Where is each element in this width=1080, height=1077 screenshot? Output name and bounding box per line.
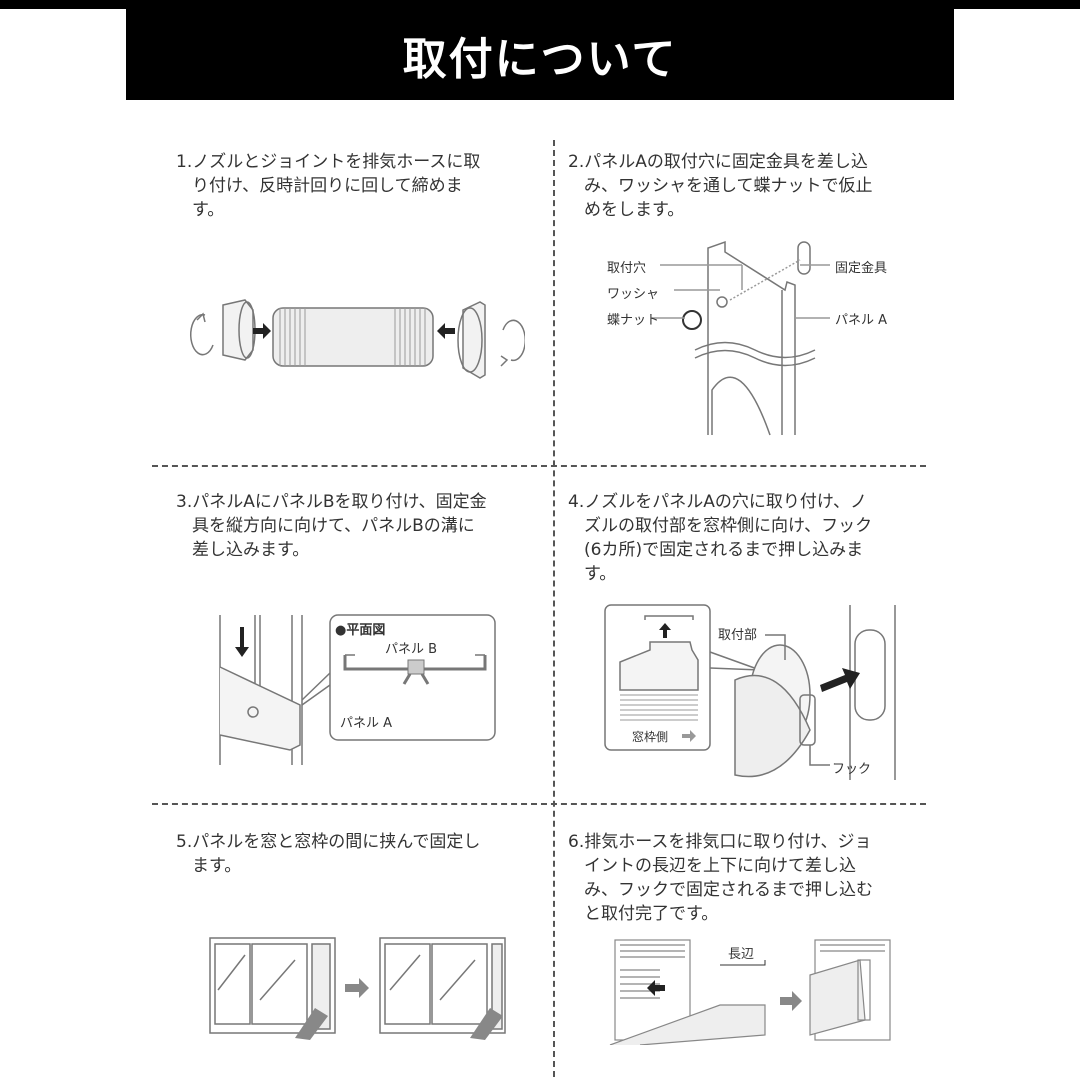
step-2-illustration-panel-a: 取付穴 ワッシャ 蝶ナット 固定金具 パネル A (590, 230, 920, 450)
step-5-text: パネルを窓と窓枠の間に挟んで固定し ます。 (192, 832, 481, 876)
label-plan-view: ●平面図 (335, 623, 386, 638)
step-1-text: ノズルとジョイントを排気ホースに取 り付け、反時計回りに回して締めま す。 (192, 152, 481, 220)
step-5-illustration-window (200, 930, 510, 1040)
step-1: 1.ノズルとジョイントを排気ホースに取 り付け、反時計回りに回して締めま す。 (176, 150, 536, 222)
label-long-side: 長辺 (728, 947, 755, 962)
step-3-number: 3. (176, 492, 193, 512)
step-6: 6.排気ホースを排気口に取り付け、ジョ イントの長辺を上下に向けて差し込 み、フ… (568, 830, 928, 926)
step-2: 2.パネルAの取付穴に固定金具を差し込 み、ワッシャを通して蝶ナットで仮止 めを… (568, 150, 928, 222)
horizontal-divider-1 (152, 465, 926, 467)
label-mount-part: 取付部 (718, 628, 758, 643)
step-4-illustration-nozzle: 取付部 窓枠側 フック (600, 600, 910, 780)
label-panel-b: パネル B (385, 642, 438, 657)
step-2-number: 2. (568, 152, 585, 172)
title-banner: 取付について (126, 9, 954, 100)
step-6-illustration-exhaust: 長辺 (600, 935, 910, 1045)
step-4-text: ノズルをパネルAの穴に取り付け、ノ ズルの取付部を窓枠側に向け、フック (6カ所… (584, 492, 873, 584)
step-2-text: パネルAの取付穴に固定金具を差し込 み、ワッシャを通して蝶ナットで仮止 めをしま… (584, 152, 873, 220)
page-title: 取付について (402, 33, 678, 85)
label-panel-a: パネル A (835, 313, 888, 328)
label-panel-a-plan: パネル A (340, 716, 393, 731)
step-1-number: 1. (176, 152, 193, 172)
step-5: 5.パネルを窓と窓枠の間に挟んで固定し ます。 (176, 830, 536, 878)
step-5-number: 5. (176, 832, 193, 852)
step-4-number: 4. (568, 492, 585, 512)
label-washer: ワッシャ (607, 287, 660, 302)
step-3-illustration-panel-b: ●平面図 パネル B パネル A (210, 605, 510, 775)
step-3: 3.パネルAにパネルBを取り付け、固定金 具を縦方向に向けて、パネルBの溝に 差… (176, 490, 536, 562)
step-3-text: パネルAにパネルBを取り付け、固定金 具を縦方向に向けて、パネルBの溝に 差し込… (192, 492, 487, 560)
step-6-number: 6. (568, 832, 585, 852)
vertical-divider (553, 140, 555, 1077)
label-hook: フック (832, 762, 872, 777)
step-6-text: 排気ホースを排気口に取り付け、ジョ イントの長辺を上下に向けて差し込 み、フック… (584, 832, 873, 924)
top-black-bar (0, 0, 1080, 9)
horizontal-divider-2 (152, 803, 926, 805)
label-window-side: 窓枠側 (632, 730, 669, 744)
label-wing-nut: 蝶ナット (607, 313, 660, 328)
step-1-illustration-hose-assembly (185, 290, 525, 390)
label-bracket: 固定金具 (835, 261, 888, 276)
step-4: 4.ノズルをパネルAの穴に取り付け、ノ ズルの取付部を窓枠側に向け、フック (6… (568, 490, 928, 586)
label-mounting-hole: 取付穴 (607, 261, 647, 276)
